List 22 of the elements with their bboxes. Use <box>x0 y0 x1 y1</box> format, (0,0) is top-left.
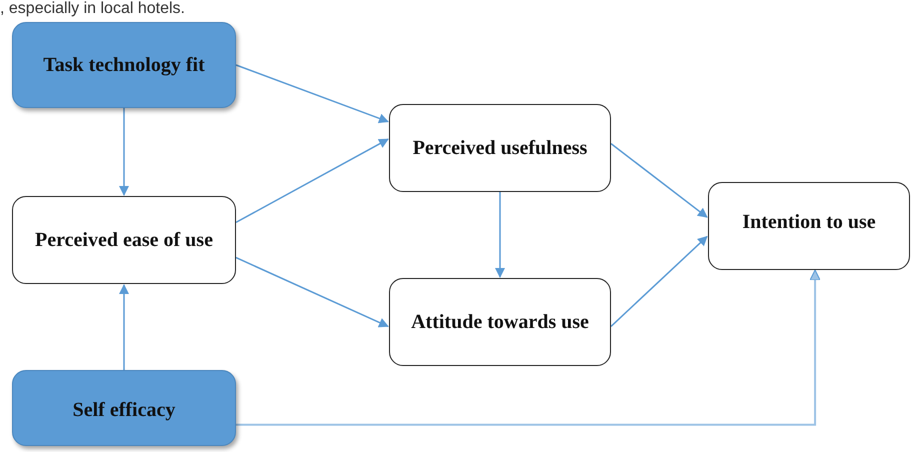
concept-box <box>12 22 236 108</box>
concept-box <box>12 370 236 446</box>
arrow <box>495 192 505 278</box>
concept-label: Perceived usefulness <box>412 136 588 161</box>
concept-box <box>389 104 611 192</box>
arrow <box>610 143 708 218</box>
concept-label: Task technology fit <box>43 53 205 78</box>
concept-label: Perceived ease of use <box>35 228 213 253</box>
concept-label: Self efficacy <box>72 398 176 423</box>
concept-box <box>708 182 910 270</box>
arrow <box>610 236 708 327</box>
concept-box <box>12 196 236 284</box>
concept-box <box>389 278 611 366</box>
arrow <box>236 256 389 328</box>
arrow <box>236 64 389 124</box>
concept-label: Attitude towards use <box>411 310 589 335</box>
arrow <box>119 284 129 370</box>
arrow <box>236 138 389 224</box>
arrow <box>119 108 129 196</box>
concept-label: Intention to use <box>742 210 876 235</box>
text-fragment: , especially in local hotels. <box>0 0 185 18</box>
arrow <box>236 270 821 426</box>
